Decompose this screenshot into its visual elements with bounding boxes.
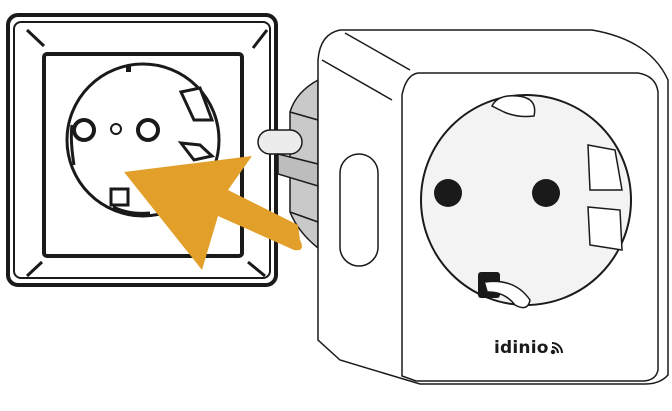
smart-plug-back	[257, 78, 319, 250]
brand-label: idinio	[494, 338, 549, 358]
wall-socket	[6, 13, 278, 287]
smart-plug	[317, 29, 669, 385]
wifi-signal-icon	[550, 342, 563, 355]
brand-logo: idinio	[494, 338, 564, 358]
insert-arrow-icon	[124, 156, 302, 270]
